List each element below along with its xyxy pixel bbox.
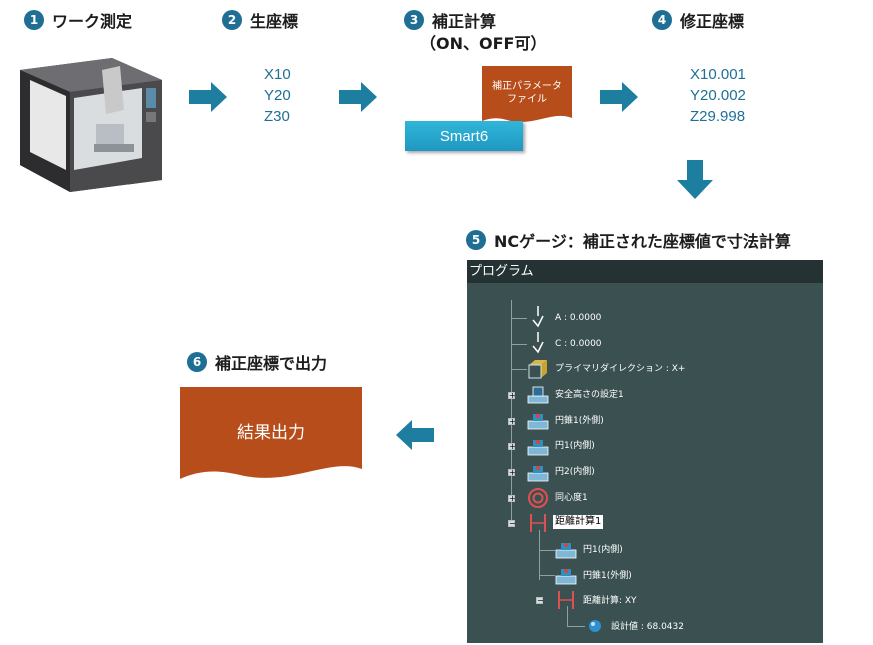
tree-item-distance1-selected[interactable]: 距離計算1 bbox=[553, 515, 604, 529]
cone-icon bbox=[555, 569, 577, 585]
tree-connector bbox=[511, 318, 527, 319]
step-3-number: 3 bbox=[404, 10, 424, 30]
collapse-toggle-distance-xy[interactable]: − bbox=[536, 596, 544, 605]
arrow-right-icon bbox=[339, 82, 377, 112]
raw-coord-x: X10 bbox=[264, 66, 291, 83]
step-6-label: 補正座標で出力 bbox=[215, 354, 328, 373]
step-4-number: 4 bbox=[652, 10, 672, 30]
axis-icon bbox=[532, 332, 544, 354]
tree-item-circle2[interactable]: 円2(内側) bbox=[555, 467, 595, 477]
output-document-label: 結果出力 bbox=[237, 423, 305, 443]
circle-feature-icon bbox=[527, 440, 549, 456]
step-4-label: 修正座標 bbox=[680, 12, 745, 31]
tree-item-child-circle1[interactable]: 円1(内側) bbox=[583, 545, 623, 555]
sphere-icon bbox=[589, 620, 601, 632]
tree-connector bbox=[511, 300, 512, 525]
tree-connector bbox=[539, 575, 555, 576]
tree-item-child-cone[interactable]: 円錐1(外側) bbox=[583, 571, 632, 581]
step-5-label: NCゲージ：補正された座標値で寸法計算 bbox=[494, 232, 791, 251]
tree-connector bbox=[511, 344, 527, 345]
parameter-file-line1: 補正パラメータ bbox=[492, 81, 562, 92]
tree-item-circle1[interactable]: 円1(内側) bbox=[555, 441, 595, 451]
step-1-label: ワーク測定 bbox=[52, 12, 133, 31]
step-5-number: 5 bbox=[466, 230, 486, 250]
distance-icon bbox=[558, 591, 574, 609]
expand-toggle-cone[interactable]: + bbox=[508, 417, 516, 426]
step-6-number: 6 bbox=[187, 352, 207, 372]
step-3-title: 3 補正計算 bbox=[404, 8, 496, 32]
axis-icon bbox=[532, 306, 544, 328]
cone-icon bbox=[527, 414, 549, 430]
distance-icon bbox=[530, 514, 546, 532]
raw-coord-y: Y20 bbox=[264, 87, 291, 104]
step-1-number: 1 bbox=[24, 10, 44, 30]
arrow-left-icon bbox=[396, 420, 434, 450]
raw-coord-z: Z30 bbox=[264, 108, 290, 125]
tree-item-concentricity[interactable]: 同心度1 bbox=[555, 493, 588, 503]
arrow-right-icon bbox=[600, 82, 638, 112]
arrow-down-icon bbox=[677, 160, 713, 199]
tree-item-distance-xy[interactable]: 距離計算: XY bbox=[583, 596, 637, 606]
tree-connector bbox=[539, 550, 555, 551]
machining-center-illustration bbox=[20, 58, 162, 192]
tree-item-safety-height[interactable]: 安全高さの設定1 bbox=[555, 390, 624, 400]
expand-toggle-concentricity[interactable]: + bbox=[508, 494, 516, 503]
step-4-title: 4 修正座標 bbox=[652, 8, 744, 32]
circle-feature-icon bbox=[527, 466, 549, 482]
expand-toggle-safety-height[interactable]: + bbox=[508, 391, 516, 400]
step-2-title: 2 生座標 bbox=[222, 8, 298, 32]
corrected-coord-x: X10.001 bbox=[690, 66, 746, 83]
circle-feature-icon bbox=[555, 543, 577, 559]
step-6-title: 6 補正座標で出力 bbox=[187, 350, 327, 374]
tree-item-axis-c[interactable]: C : 0.0000 bbox=[555, 339, 602, 349]
program-panel: プログラム + + + + + − − bbox=[467, 260, 823, 643]
step-5-title: 5 NCゲージ：補正された座標値で寸法計算 bbox=[466, 228, 791, 252]
tree-connector bbox=[511, 369, 527, 370]
parameter-file-label: 補正パラメータ ファイル bbox=[482, 80, 572, 106]
cube-icon bbox=[528, 360, 547, 379]
output-document-icon bbox=[180, 387, 362, 479]
concentricity-icon bbox=[528, 488, 548, 508]
tree-connector bbox=[567, 626, 585, 627]
corrected-coord-z: Z29.998 bbox=[690, 108, 746, 125]
step-2-label: 生座標 bbox=[250, 12, 299, 31]
safety-height-icon bbox=[527, 386, 549, 404]
parameter-file-document-icon bbox=[482, 66, 572, 123]
corrected-coordinates: X10.001 Y20.002 Z29.998 bbox=[690, 64, 746, 127]
step-3-subtitle: （ON、OFF可） bbox=[420, 34, 547, 53]
collapse-toggle-distance1[interactable]: − bbox=[508, 519, 516, 528]
tree-item-cone[interactable]: 円錐1(外側) bbox=[555, 416, 604, 426]
arrow-right-icon bbox=[189, 82, 227, 112]
parameter-file-line2: ファイル bbox=[507, 94, 547, 105]
expand-toggle-circle1[interactable]: + bbox=[508, 442, 516, 451]
tree-connector bbox=[539, 530, 540, 580]
tree-item-design-value[interactable]: 設計値 : 68.0432 bbox=[611, 622, 684, 632]
tree-item-primary-direction[interactable]: プライマリダイレクション : X+ bbox=[555, 364, 686, 374]
step-1-title: 1 ワーク測定 bbox=[24, 8, 132, 32]
corrected-coord-y: Y20.002 bbox=[690, 87, 746, 104]
tree-connector bbox=[567, 606, 568, 626]
step-3-label: 補正計算 bbox=[432, 12, 497, 31]
tree-item-axis-a[interactable]: A : 0.0000 bbox=[555, 313, 602, 323]
expand-toggle-circle2[interactable]: + bbox=[508, 468, 516, 477]
program-panel-title: プログラム bbox=[467, 260, 823, 283]
raw-coordinates: X10 Y20 Z30 bbox=[264, 64, 291, 127]
smart6-software-box: Smart6 bbox=[405, 121, 523, 151]
step-2-number: 2 bbox=[222, 10, 242, 30]
